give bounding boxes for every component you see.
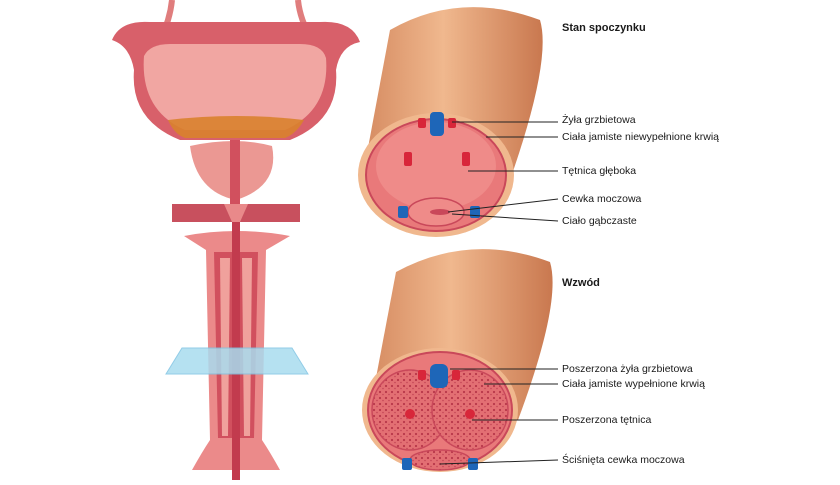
label-rest-dorsal-vein: Żyła grzbietowa [562, 114, 636, 126]
leader-erect-urethra [439, 459, 559, 465]
deep-artery-rest-r [462, 152, 470, 166]
label-erect-cavernosa: Ciała jamiste wypełnione krwią [562, 378, 705, 390]
bladder-fluid [168, 116, 304, 138]
sagittal-view [112, 0, 360, 480]
label-rest-urethra: Cewka moczowa [562, 193, 642, 205]
cavernosa-rest [376, 122, 496, 210]
deep-artery-rest-l [404, 152, 412, 166]
leader-rest-spong [451, 213, 559, 222]
leader-lines [439, 121, 559, 465]
label-erect-dorsal-vein: Poszerzona żyła grzbietowa [562, 363, 693, 375]
spongiosum-erect [409, 449, 471, 471]
prostatic-urethra [230, 140, 240, 210]
label-rest-deep-artery: Tętnica głęboka [562, 165, 637, 177]
label-rest-cavernosa: Ciała jamiste niewypełnione krwią [562, 131, 719, 143]
dorsal-vein-rest [430, 112, 444, 136]
erection-cross-section [362, 249, 553, 472]
label-erect-urethra: Ściśnięta cewka moczowa [562, 454, 685, 466]
label-rest-spongiosum: Ciało gąbczaste [562, 215, 637, 227]
leader-rest-urethra [447, 198, 559, 213]
cross-section-plane [165, 347, 309, 375]
label-erect-artery: Poszerzona tętnica [562, 414, 652, 426]
erection-title: Wzwód [562, 277, 600, 289]
bladder-inner [143, 44, 327, 130]
artery-erect-l [405, 409, 415, 419]
artery-erect-r [465, 409, 475, 419]
rest-title: Stan spoczynku [562, 22, 646, 34]
dorsal-vein-erect [430, 364, 448, 388]
